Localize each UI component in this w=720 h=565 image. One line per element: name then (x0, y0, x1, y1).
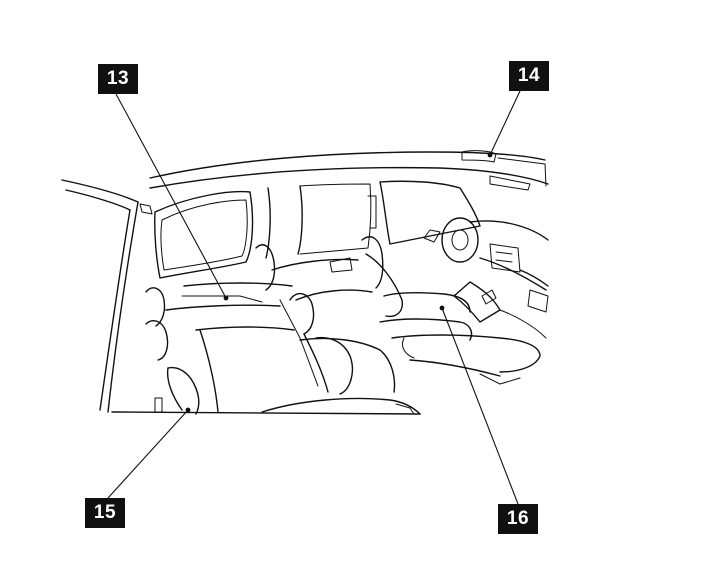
roof-outline (149, 150, 549, 191)
callout-15: 15 (85, 498, 125, 528)
target-dot-14 (487, 152, 493, 158)
middle-side-window (265, 183, 377, 259)
middle-seats (255, 244, 396, 395)
front-side-window (379, 180, 481, 245)
callout-16: 16 (498, 504, 538, 534)
rear-pillar (61, 179, 163, 413)
leader-line-15 (107, 409, 189, 499)
leader-lines (107, 90, 521, 505)
dashboard (423, 217, 549, 313)
leader-line-16 (441, 307, 519, 505)
target-dot-16 (439, 305, 445, 311)
target-dot-13 (223, 295, 229, 301)
leader-line-14 (489, 90, 521, 156)
rear-seats (111, 282, 421, 415)
rear-side-window (154, 190, 254, 279)
callout-14: 14 (509, 61, 549, 91)
target-dot-15 (185, 407, 191, 413)
leader-line-13 (115, 93, 227, 299)
centre-console (453, 281, 547, 339)
callout-13: 13 (98, 64, 138, 94)
front-seats (361, 236, 541, 385)
